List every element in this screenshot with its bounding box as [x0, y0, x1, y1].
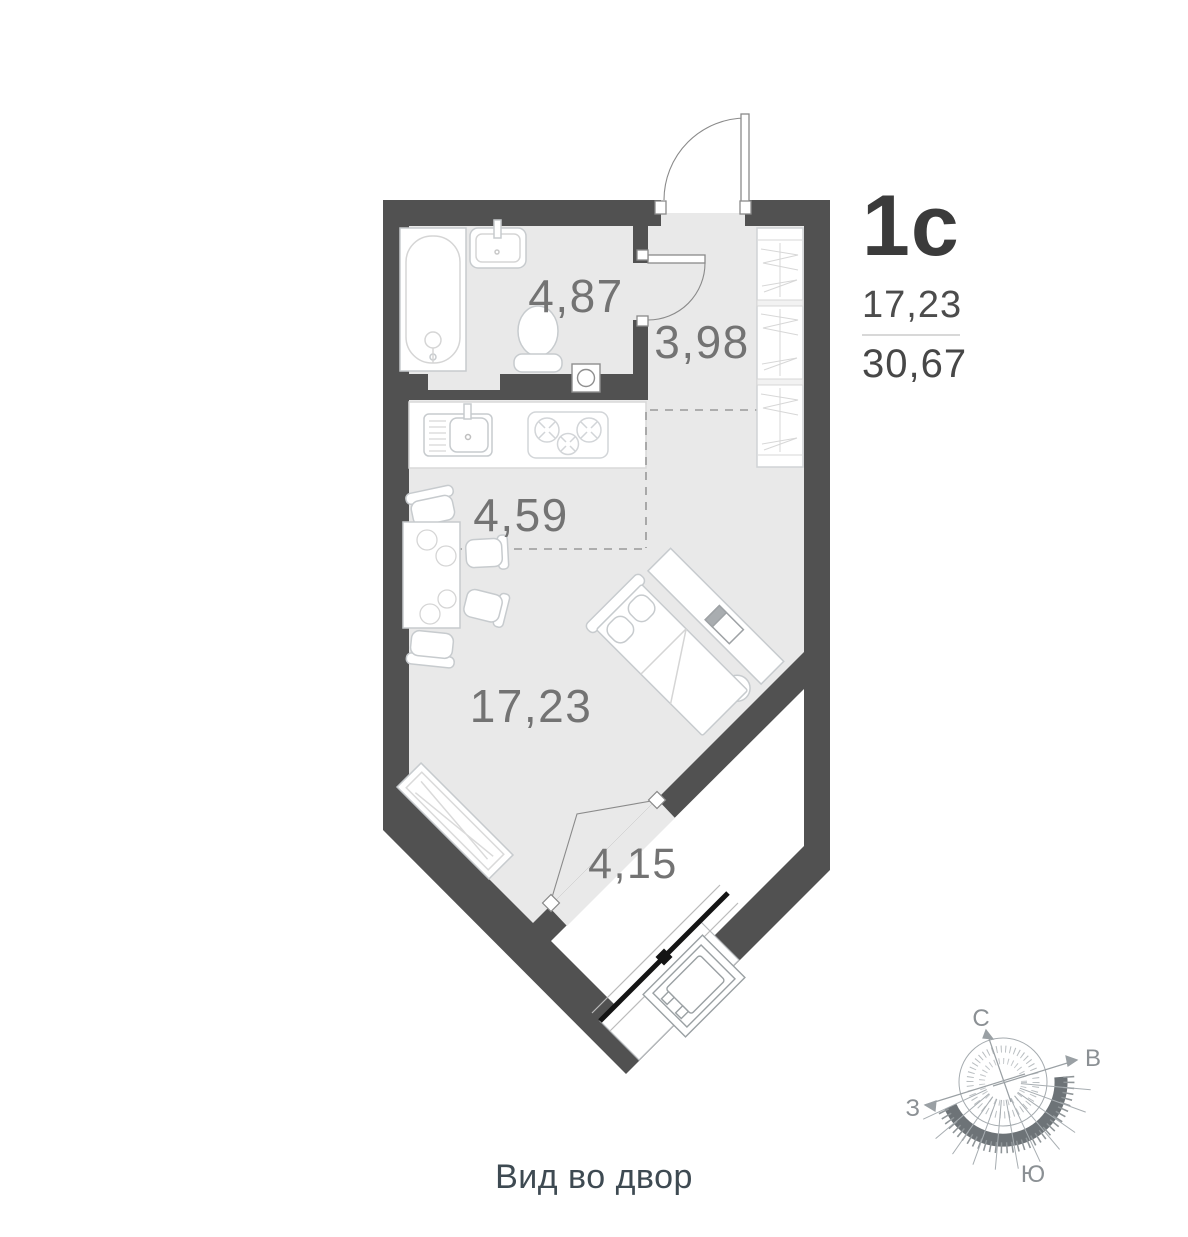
compass-west-label: З: [906, 1095, 921, 1122]
kitchen-counter: [408, 401, 647, 469]
room-label-living: 17,23: [470, 680, 593, 732]
unit-type: 1с: [862, 178, 960, 274]
compass-south-label: Ю: [1021, 1161, 1045, 1188]
wardrobe-icon: [756, 227, 804, 468]
chair-icon: [463, 588, 511, 628]
entrance-door-icon: [654, 113, 752, 215]
bed-icon: [585, 573, 748, 736]
floor-drain-icon: [571, 363, 601, 393]
bathroom-sink-icon: [469, 219, 527, 269]
room-label-bathroom: 4,87: [528, 270, 624, 322]
bed-desk-group: [585, 547, 785, 736]
bathtub-icon: [399, 227, 467, 372]
chair-icon: [464, 534, 510, 570]
living-area-value: 17,23: [862, 284, 963, 326]
compass-icon: С В З Ю: [906, 1005, 1102, 1188]
total-area-value: 30,67: [862, 342, 968, 386]
balcony-doorway-floor: [549, 799, 675, 926]
room-label-hallway: 3,98: [654, 316, 750, 368]
bathroom-door-icon: [636, 249, 706, 327]
toilet-icon: [513, 305, 563, 373]
kitchen-sink-icon: [423, 403, 493, 457]
balcony-floor: [551, 689, 804, 1020]
dining-table-icon: [402, 484, 511, 669]
compass-east-label: В: [1085, 1045, 1101, 1072]
entrance-opening: [661, 200, 745, 213]
area-divider: [862, 334, 960, 336]
compass-north-label: С: [972, 1005, 989, 1032]
living-floor: [409, 226, 804, 923]
entrance-threshold: [661, 213, 745, 233]
bathroom-walls: [383, 226, 648, 400]
unit-info: 1с 17,23 30,67: [862, 178, 1062, 387]
ac-unit-icon: [642, 934, 746, 1038]
chair-icon: [405, 484, 456, 527]
stove-icon: [527, 411, 609, 459]
dresser-icon: [395, 761, 515, 881]
chair-icon: [405, 629, 455, 669]
room-label-kitchen: 4,59: [473, 489, 569, 541]
room-label-balcony: 4,15: [588, 840, 678, 888]
view-caption: Вид во двор: [495, 1158, 693, 1196]
balcony-door-icon: [541, 790, 667, 913]
